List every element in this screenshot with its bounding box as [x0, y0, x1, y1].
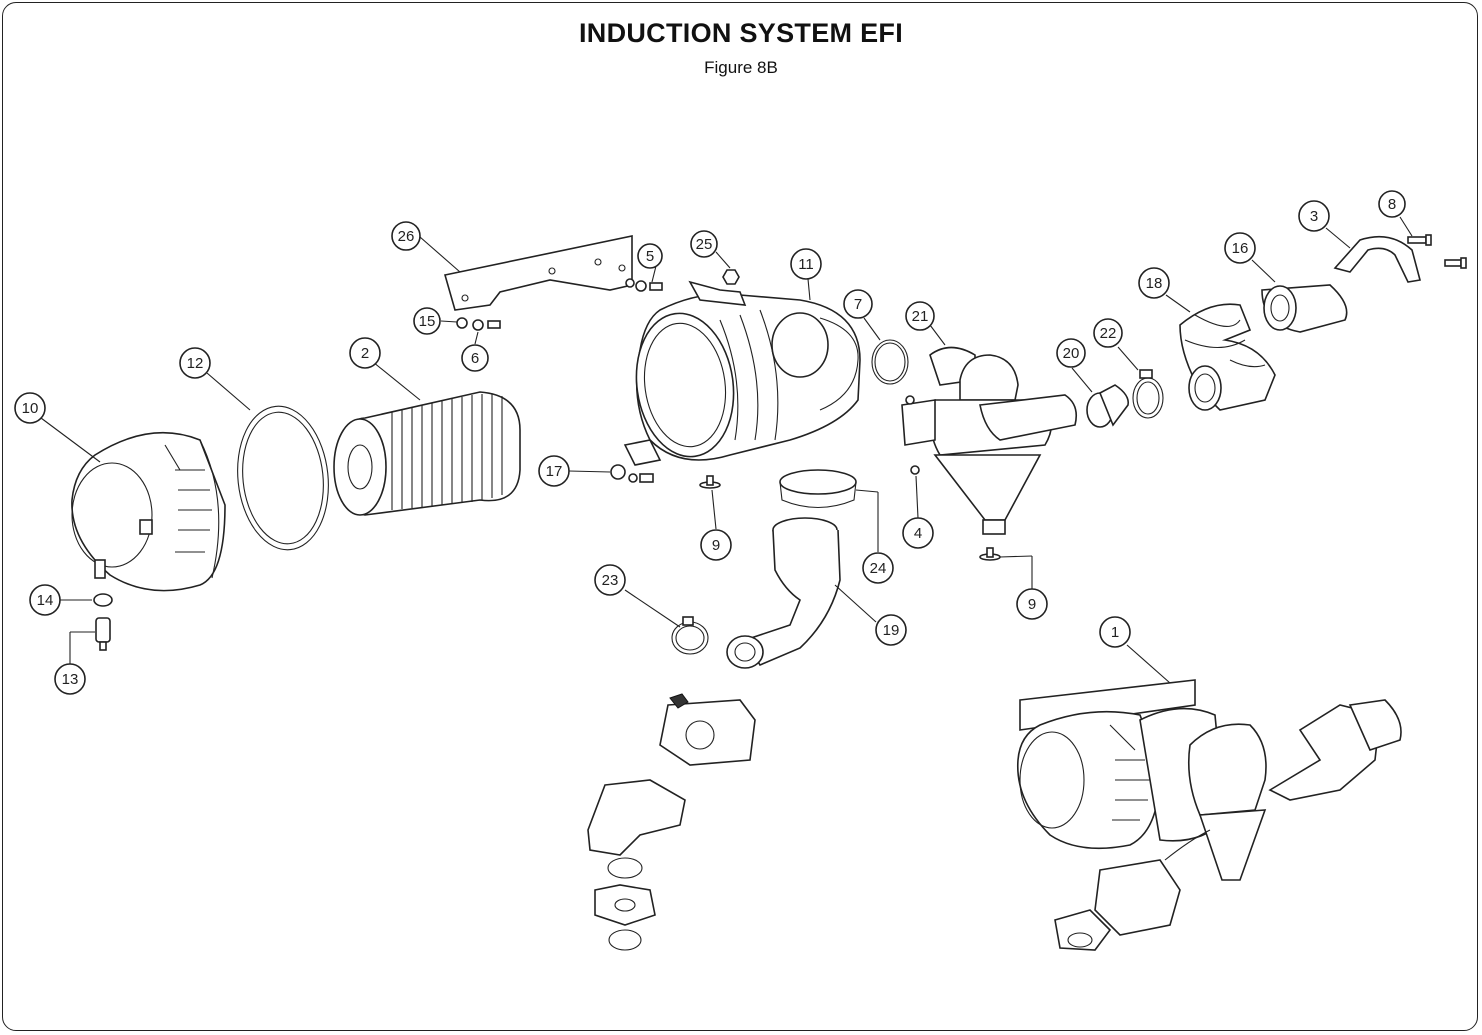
- svg-text:25: 25: [696, 236, 713, 253]
- svg-text:6: 6: [471, 350, 479, 367]
- svg-text:18: 18: [1146, 275, 1163, 292]
- callout-20: 20: [1056, 338, 1086, 368]
- part-7-o-ring: [871, 339, 909, 385]
- svg-text:2: 2: [361, 345, 369, 362]
- svg-text:7: 7: [854, 296, 862, 313]
- callout-7: 7: [843, 289, 873, 319]
- part-1-complete-assembly: [1016, 679, 1402, 951]
- svg-text:20: 20: [1063, 345, 1080, 362]
- svg-text:9: 9: [1028, 596, 1036, 613]
- part-3-bracket: [1333, 235, 1421, 283]
- svg-text:14: 14: [37, 592, 54, 609]
- callout-14: 14: [29, 584, 61, 616]
- svg-text:13: 13: [62, 671, 79, 688]
- fastener-parts: [456, 269, 740, 483]
- figure-number: Figure 8B: [704, 58, 778, 77]
- callout-18: 18: [1138, 267, 1170, 299]
- svg-text:4: 4: [914, 525, 922, 542]
- part-23-clamp: [671, 616, 709, 655]
- callout-9-a: 9: [700, 529, 732, 561]
- callout-21: 21: [905, 301, 935, 331]
- callout-2: 2: [349, 337, 381, 369]
- part-14-clamp: [93, 593, 113, 607]
- part-16-adapter: [1261, 284, 1348, 333]
- part-4-screw: [905, 395, 920, 475]
- callout-group: 1 2 3 4 5 6 7 8 9 9 10 11 12 13 14 15 16…: [14, 190, 1406, 695]
- svg-text:26: 26: [398, 228, 415, 245]
- svg-text:12: 12: [187, 355, 204, 372]
- part-26-bracket: [443, 235, 633, 311]
- callout-26: 26: [391, 221, 421, 251]
- callout-5: 5: [637, 243, 663, 269]
- part-10-air-cleaner-cover: [71, 431, 226, 592]
- callout-11: 11: [790, 248, 822, 280]
- part-11-air-cleaner-body: [623, 280, 861, 466]
- svg-text:19: 19: [883, 622, 900, 639]
- callout-19: 19: [875, 614, 907, 646]
- svg-text:24: 24: [870, 560, 887, 577]
- callout-4: 4: [902, 517, 934, 549]
- svg-text:3: 3: [1310, 208, 1318, 225]
- svg-text:11: 11: [798, 256, 814, 273]
- callout-22: 22: [1093, 318, 1123, 348]
- part-2-filter-element: [333, 391, 521, 516]
- callout-12: 12: [179, 347, 211, 379]
- svg-text:10: 10: [22, 400, 39, 417]
- part-22-clamp: [1132, 369, 1164, 419]
- callout-23: 23: [594, 564, 626, 596]
- svg-text:9: 9: [712, 537, 720, 554]
- svg-text:5: 5: [646, 248, 654, 265]
- callout-17: 17: [538, 455, 570, 487]
- part-12-gasket: [237, 405, 329, 551]
- part-19-intake-hose: [726, 517, 841, 669]
- part-18-hose: [1179, 303, 1276, 411]
- part-20-coupler: [1086, 384, 1130, 428]
- svg-text:22: 22: [1100, 325, 1117, 342]
- svg-text:23: 23: [602, 572, 619, 589]
- callout-6: 6: [461, 344, 489, 372]
- callout-1: 1: [1099, 616, 1131, 648]
- svg-text:16: 16: [1232, 240, 1249, 257]
- callout-25: 25: [690, 230, 718, 258]
- callout-24: 24: [862, 552, 894, 584]
- callout-15: 15: [413, 307, 441, 335]
- svg-text:17: 17: [546, 463, 563, 480]
- callout-9-b: 9: [1016, 588, 1048, 620]
- callout-3: 3: [1298, 200, 1330, 232]
- callout-16: 16: [1224, 232, 1256, 264]
- callout-8: 8: [1378, 190, 1406, 218]
- callout-13: 13: [54, 663, 86, 695]
- part-13-valve: [95, 617, 111, 651]
- svg-text:21: 21: [912, 308, 929, 325]
- part-8-bolt: [1407, 234, 1467, 269]
- svg-text:1: 1: [1111, 624, 1119, 641]
- svg-text:15: 15: [419, 313, 436, 330]
- leader-lines: [40, 216, 1413, 684]
- throttle-body-assembly: [587, 693, 756, 951]
- part-21-precleaner: [901, 346, 1078, 535]
- diagram-title: INDUCTION SYSTEM EFI: [578, 18, 903, 48]
- part-9-drain-valve: [699, 475, 1001, 561]
- part-24-clamp: [779, 469, 857, 508]
- callout-10: 10: [14, 392, 46, 424]
- svg-text:8: 8: [1388, 196, 1396, 213]
